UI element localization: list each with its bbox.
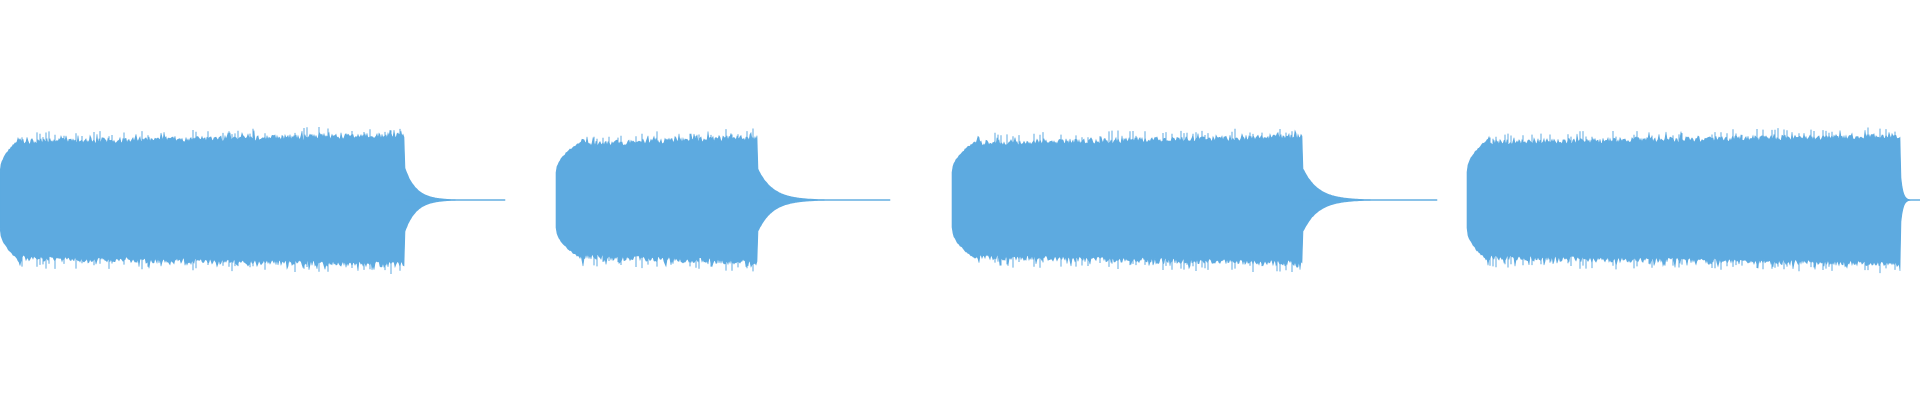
waveform-segment-2 xyxy=(555,128,891,272)
waveform-envelope xyxy=(555,131,891,268)
waveform-segment-4 xyxy=(1466,127,1920,274)
waveform-envelope xyxy=(1466,130,1920,272)
waveform-segment-1 xyxy=(0,127,506,274)
waveform-segment-3 xyxy=(951,128,1438,272)
